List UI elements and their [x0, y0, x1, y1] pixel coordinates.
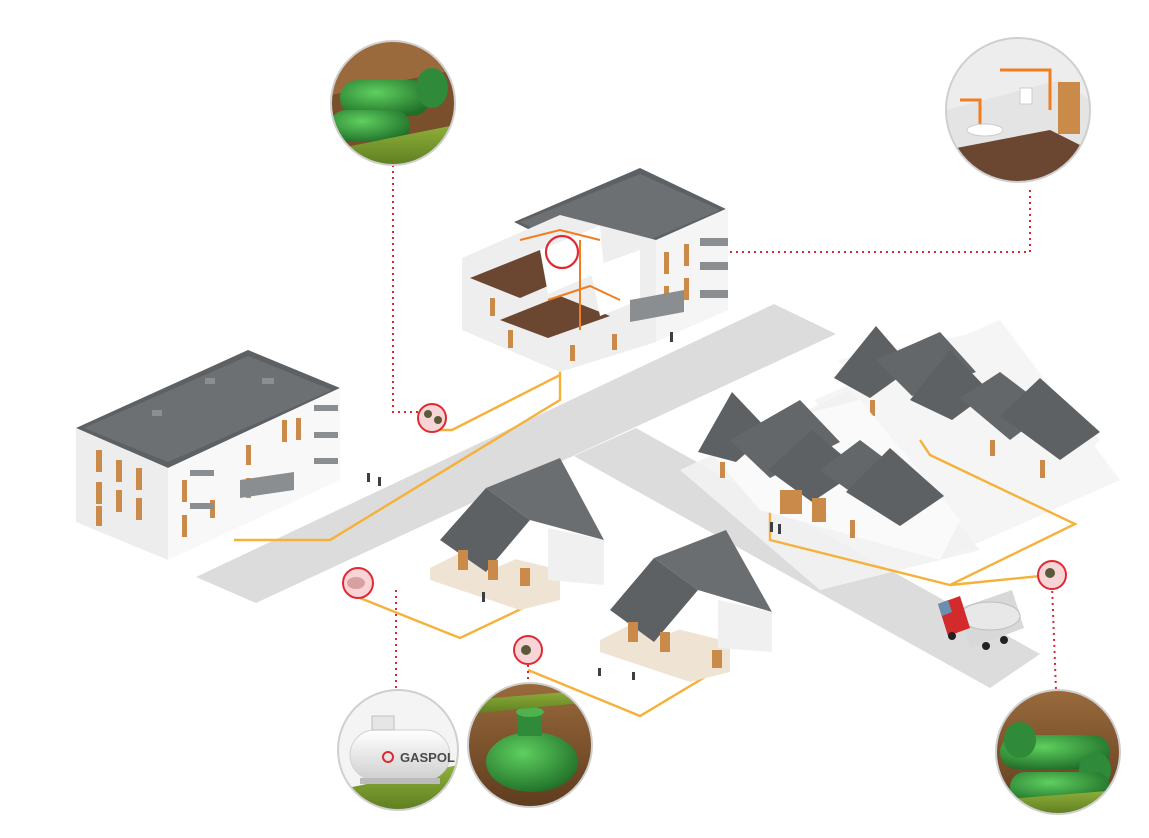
gas-truck-icon [938, 590, 1024, 650]
underground-tank-bay-icon [995, 689, 1121, 815]
underground-tank-bay-icon [330, 40, 456, 166]
apartment-building-cutaway [462, 168, 728, 372]
gaspol-brand-label: GASPOL [400, 750, 455, 765]
valve-marker-icon [513, 635, 543, 665]
underground-tank-icon [467, 682, 593, 808]
terrace-houses-back [834, 326, 1100, 478]
callout-leaders [392, 165, 1057, 691]
detached-house-2 [598, 530, 772, 682]
valve-marker-icon [417, 403, 447, 433]
detached-house-1 [430, 458, 604, 610]
valve-marker-icon [1037, 560, 1067, 590]
terrace-houses-front [698, 392, 960, 560]
apartment-interior-heating-icon [945, 37, 1091, 183]
apartment-building-left [76, 350, 381, 560]
above-ground-tank-icon: GASPOL [337, 689, 459, 811]
valve-marker-icon [342, 567, 374, 599]
